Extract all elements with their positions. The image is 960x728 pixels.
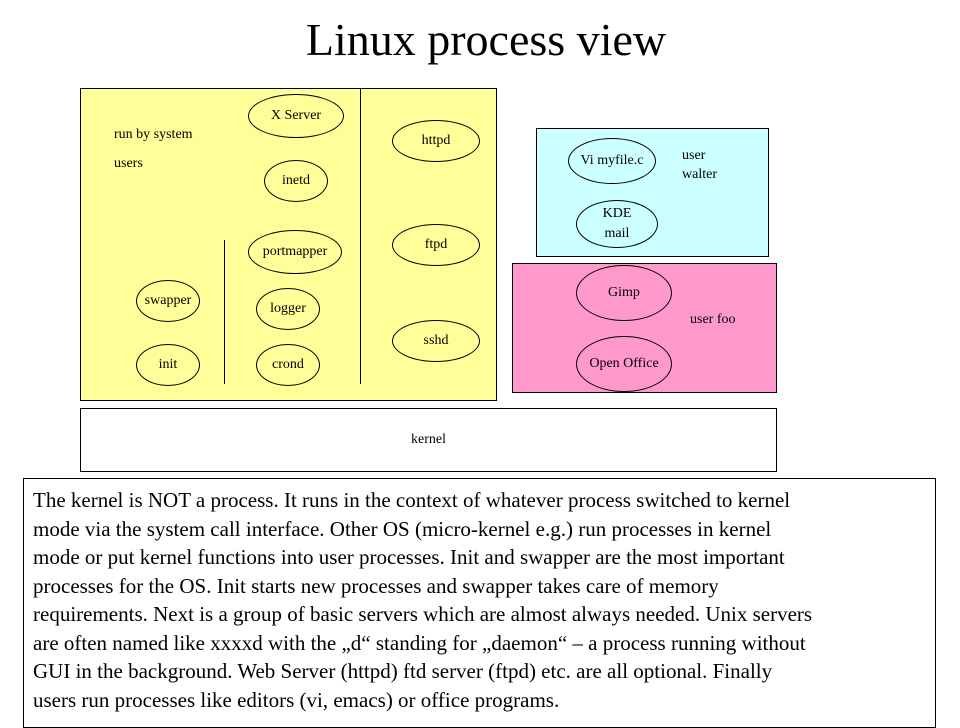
process-init: init [136, 344, 200, 386]
user-foo-label: user foo [690, 312, 736, 327]
process-open-office: Open Office [576, 336, 672, 392]
process-httpd: httpd [392, 120, 480, 162]
process-inetd: inetd [264, 160, 328, 202]
explanation-box [23, 478, 936, 728]
user-walter-box [536, 128, 769, 257]
process-kde-mail: KDE mail [576, 200, 658, 248]
divider-system-web-servers [360, 88, 361, 384]
system-group-label: run by system users [114, 127, 193, 171]
process-gimp: Gimp [576, 265, 672, 321]
process-swapper: swapper [136, 280, 200, 322]
process-vi: Vi myfile.c [568, 138, 656, 184]
process-logger: logger [256, 288, 320, 330]
process-portmapper: portmapper [248, 230, 342, 274]
kernel-label: kernel [411, 432, 446, 447]
divider-core-basic-servers [224, 240, 225, 384]
user-walter-label: user walter [682, 148, 717, 182]
kernel-box [80, 408, 777, 472]
process-sshd: sshd [392, 320, 480, 362]
explanation-text: The kernel is NOT a process. It runs in … [33, 488, 813, 712]
process-x-server: X Server [248, 94, 344, 138]
process-ftpd: ftpd [392, 224, 480, 266]
page-title: Linux process view [305, 14, 667, 65]
process-crond: crond [256, 344, 320, 386]
